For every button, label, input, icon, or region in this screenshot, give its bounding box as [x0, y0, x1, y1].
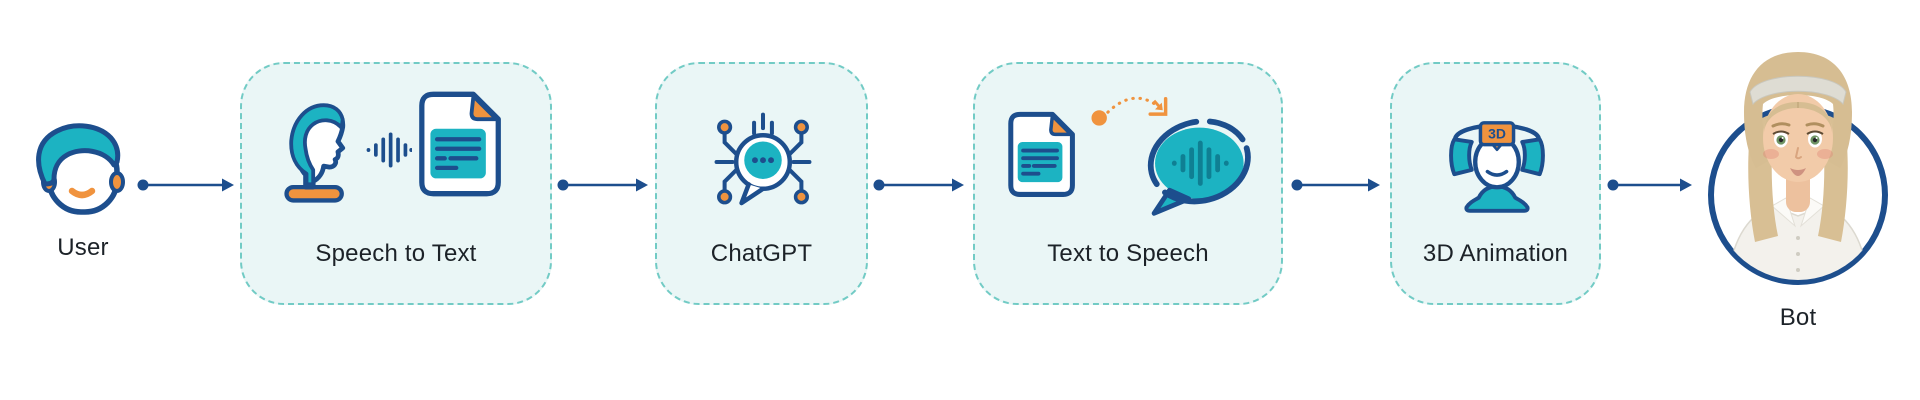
bot-avatar [1708, 52, 1888, 285]
step-box-text-to-speech: Text to Speech [973, 62, 1283, 305]
head-3d-visor-icon: 3D [1449, 121, 1545, 213]
node-label: 3D Animation [1422, 240, 1569, 267]
soundwave-icon [366, 132, 412, 168]
text-document-icon [1008, 111, 1075, 197]
node-user: User [28, 118, 138, 268]
badge-3d-label: 3D [1488, 125, 1506, 141]
flow-arrow-chatgpt-to-tts [873, 178, 964, 192]
step-box-chatgpt: ChatGPT [655, 62, 868, 305]
flow-arrow-stt-to-chatgpt [557, 178, 648, 192]
chat-bubble-circuit-icon [714, 112, 812, 206]
flow-arrow-tts-to-3d [1291, 178, 1380, 192]
transfer-arc-icon [1091, 96, 1168, 126]
talking-head-icon [284, 103, 346, 203]
step-box-speech-to-text: Speech to Text [240, 62, 552, 305]
node-label: Bot [1779, 304, 1817, 331]
node-label: Speech to Text [315, 240, 477, 267]
bot-avatar-head [1744, 52, 1852, 182]
text-document-icon [419, 91, 501, 197]
node-label: Text to Speech [1047, 240, 1209, 267]
node-label: User [57, 234, 109, 261]
node-label: ChatGPT [710, 240, 813, 267]
step-box-3d-animation: 3D 3D Animation [1390, 62, 1601, 305]
document-to-speech-icon [1008, 96, 1251, 216]
user-face-icon [36, 123, 125, 215]
speech-bubble-soundwave-icon [1147, 118, 1251, 216]
flow-arrow-user-to-stt [137, 178, 234, 192]
node-bot: Bot [1698, 46, 1898, 346]
flow-arrow-3d-to-bot [1607, 178, 1692, 192]
